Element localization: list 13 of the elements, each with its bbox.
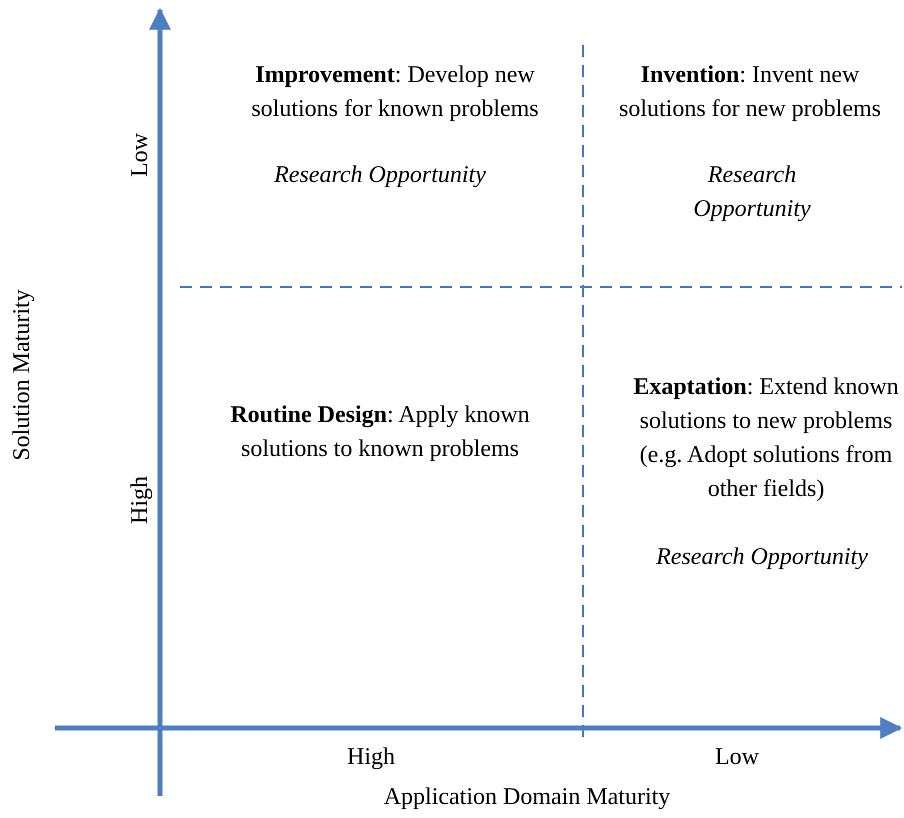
axis-tick-label: Low [126, 133, 154, 177]
axis-title: Solution Maturity [8, 289, 36, 461]
quadrant-description: Routine Design: Apply known solutions to known problems [230, 401, 530, 464]
axis-title: Application Domain Maturity [384, 783, 670, 812]
research-note: Research Opportunity [692, 161, 812, 224]
research-note: Research Opportunity [656, 543, 868, 572]
quadrant-description: Invention: Invent new solutions for new problems [618, 61, 882, 124]
axis-tick-label: Low [715, 743, 759, 772]
axis-tick-label: High [126, 476, 154, 524]
axis-tick-label: High [347, 743, 395, 772]
quadrant-description: Improvement: Develop new solutions for known problems [250, 61, 540, 124]
quadrant-description: Exaptation: Extend known solutions to new problems (e.g. Adopt solutions from other fields) [632, 373, 900, 504]
research-note: Research Opportunity [274, 161, 486, 190]
